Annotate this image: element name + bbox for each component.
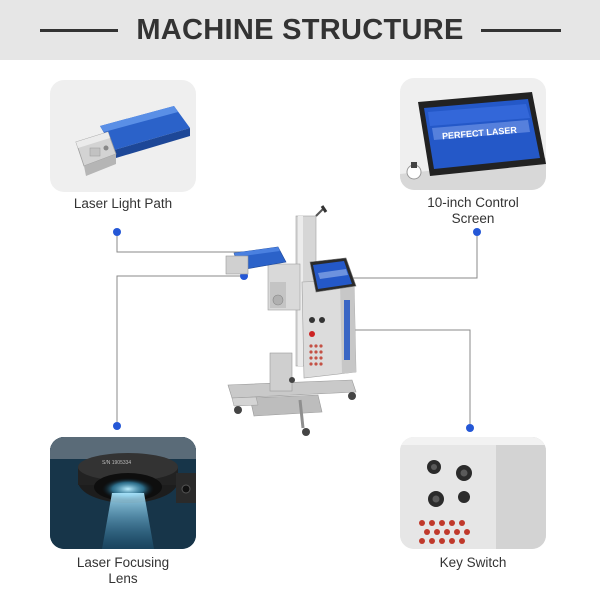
card-laser-light-path	[50, 80, 196, 192]
control-screen-icon: PERFECT LASER	[400, 92, 546, 190]
connector-laser-light-path	[116, 232, 244, 253]
header-right-rule	[481, 29, 561, 32]
header-banner: MACHINE STRUCTURE	[0, 0, 600, 60]
dot-laser-light-path	[113, 228, 121, 236]
label-focusing-lens-text: Laser Focusing Lens	[76, 555, 170, 586]
connector-focusing-lens	[116, 275, 240, 426]
label-laser-light-path: Laser Light Path	[73, 196, 173, 211]
header-left-rule	[40, 29, 118, 32]
connector-control-screen	[345, 232, 478, 279]
label-control-screen-text: 10-inch Control Screen	[427, 195, 519, 226]
dot-control-screen	[473, 228, 481, 236]
card-control-screen: PERFECT LASER	[400, 78, 546, 190]
focusing-lens-icon: S/N 1905334	[50, 437, 196, 549]
laser-marking-machine	[225, 205, 357, 436]
connector-key-switch	[316, 329, 471, 428]
label-key-switch: Key Switch	[439, 555, 507, 570]
card-key-switch	[400, 437, 546, 549]
card-focusing-lens: S/N 1905334	[50, 437, 196, 549]
dot-focusing-lens	[113, 422, 121, 430]
label-focusing-lens: Laser Focusing Lens	[50, 555, 196, 587]
page-title: MACHINE STRUCTURE	[136, 14, 464, 46]
dot-key-switch	[466, 424, 474, 432]
laser-source-icon	[75, 106, 190, 176]
key-switch-icon	[400, 437, 546, 549]
label-control-screen: 10-inch Control Screen	[400, 195, 546, 227]
lens-engraving-text: S/N 1905334	[102, 460, 131, 466]
